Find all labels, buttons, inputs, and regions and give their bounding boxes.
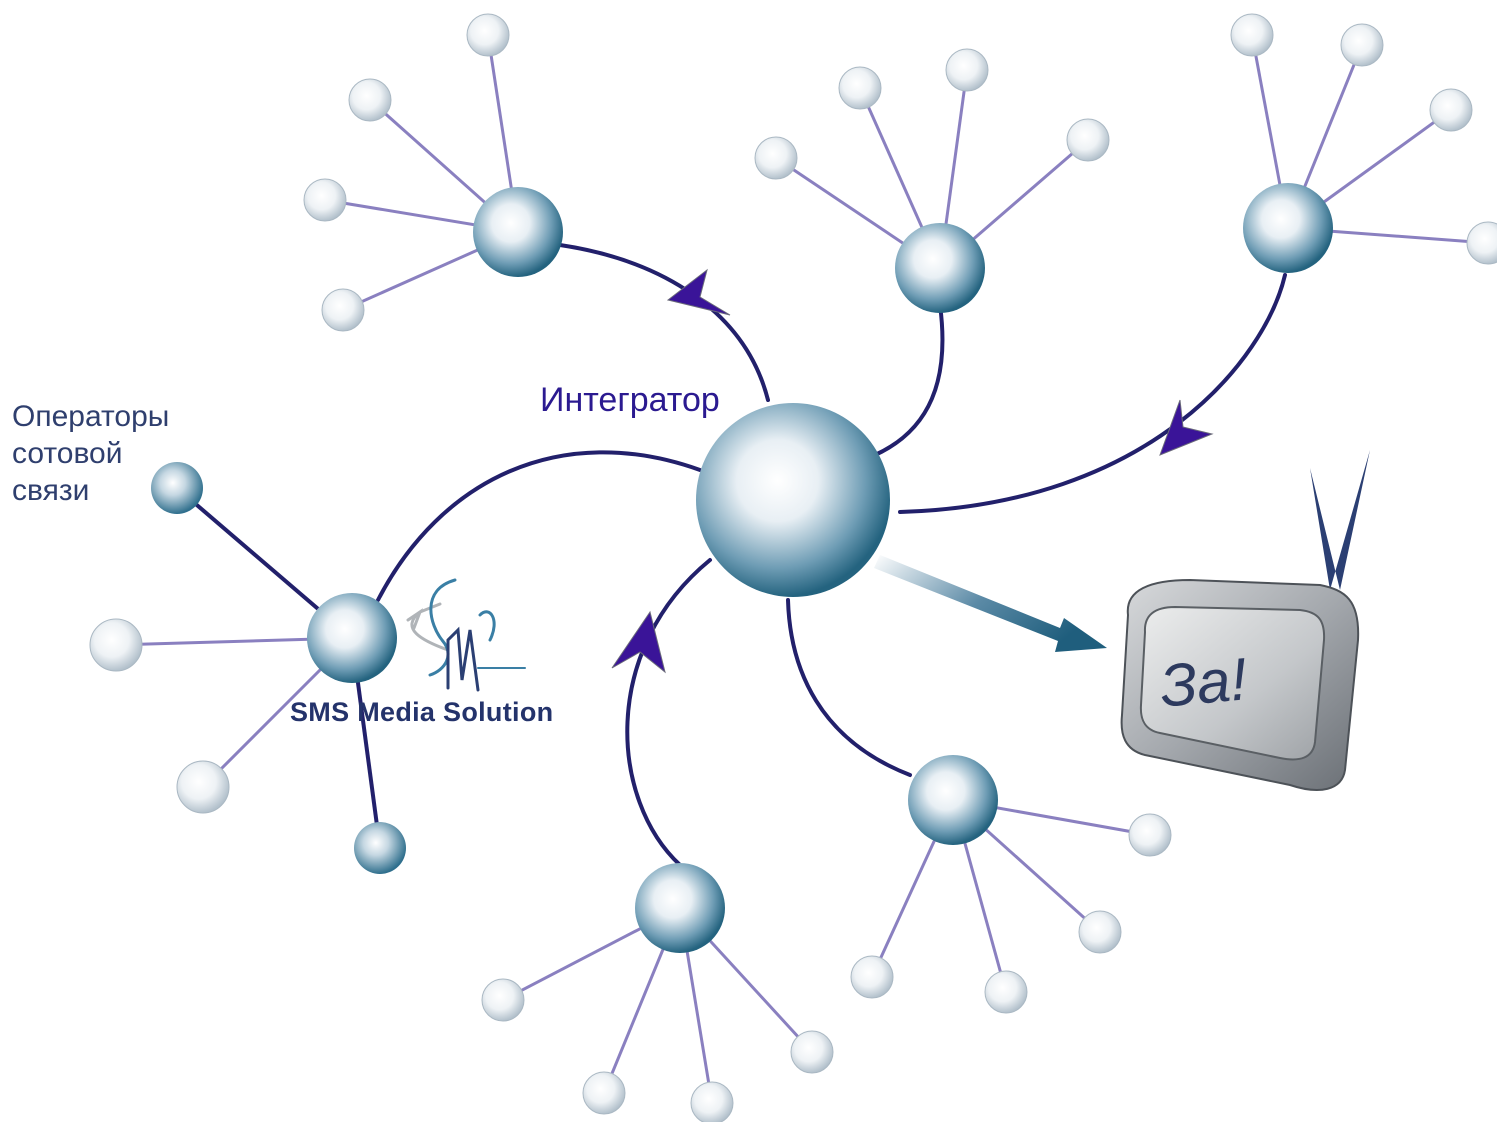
link-top-center-hub [873,303,945,457]
leaf-node [466,13,510,57]
leaf-node [838,66,882,110]
integrator-label: Интегратор [540,381,720,419]
leaf-node [984,970,1028,1014]
link-bottom-right-hub [786,598,912,777]
sms-media-logo [406,578,526,692]
tv-screen-text: За! [1157,645,1250,720]
flow-arrow-icon [1159,399,1214,456]
leaf-node [1466,221,1497,265]
operator-node [151,462,203,514]
operators-label-line: связи [12,474,90,507]
leaf-node [690,1081,734,1122]
flow-arrow-icon [611,610,666,674]
hub-node-bottom-right [908,755,998,845]
link-top-right-hub [898,273,1287,514]
hub-node-top-center [895,223,985,313]
hub-node-bottom-left [635,863,725,953]
operator-nodes [151,462,406,874]
hub-node-operators [307,593,397,683]
link-bottom-left-hub [625,558,712,867]
hub-node-top-right [1243,183,1333,273]
leaf-node [582,1071,626,1115]
leaf-node [89,618,143,672]
leaf-node [176,760,230,814]
operators-label-line: сотовой [12,437,123,470]
leaf-nodes [89,13,1497,1122]
link-top-left-hub [558,243,770,402]
flow-arrow-icon [666,268,731,316]
operator-node [354,822,406,874]
leaf-node [348,78,392,122]
leaf-node [1230,13,1274,57]
leaf-node [1128,813,1172,857]
hub-nodes [307,183,1333,953]
leaf-node [1066,118,1110,162]
leaf-node [481,978,525,1022]
leaf-node [790,1030,834,1074]
company-label: SMS Media Solution [290,697,554,727]
leaf-node [321,288,365,332]
integrator-node [696,403,890,597]
link-operators-hub [376,450,702,602]
leaf-node [303,178,347,222]
output-arrow [874,555,1107,652]
hub-node-top-left [473,187,563,277]
flow-arrows [611,268,1214,674]
operators-label: Операторы сотовой связи [12,398,169,509]
leaf-node [754,136,798,180]
leaf-node [1340,23,1384,67]
leaf-node [945,48,989,92]
leaf-node [850,955,894,999]
television-icon [1120,450,1370,791]
operators-label-line: Операторы [12,400,170,433]
leaf-node [1429,88,1473,132]
leaf-node [1078,910,1122,954]
